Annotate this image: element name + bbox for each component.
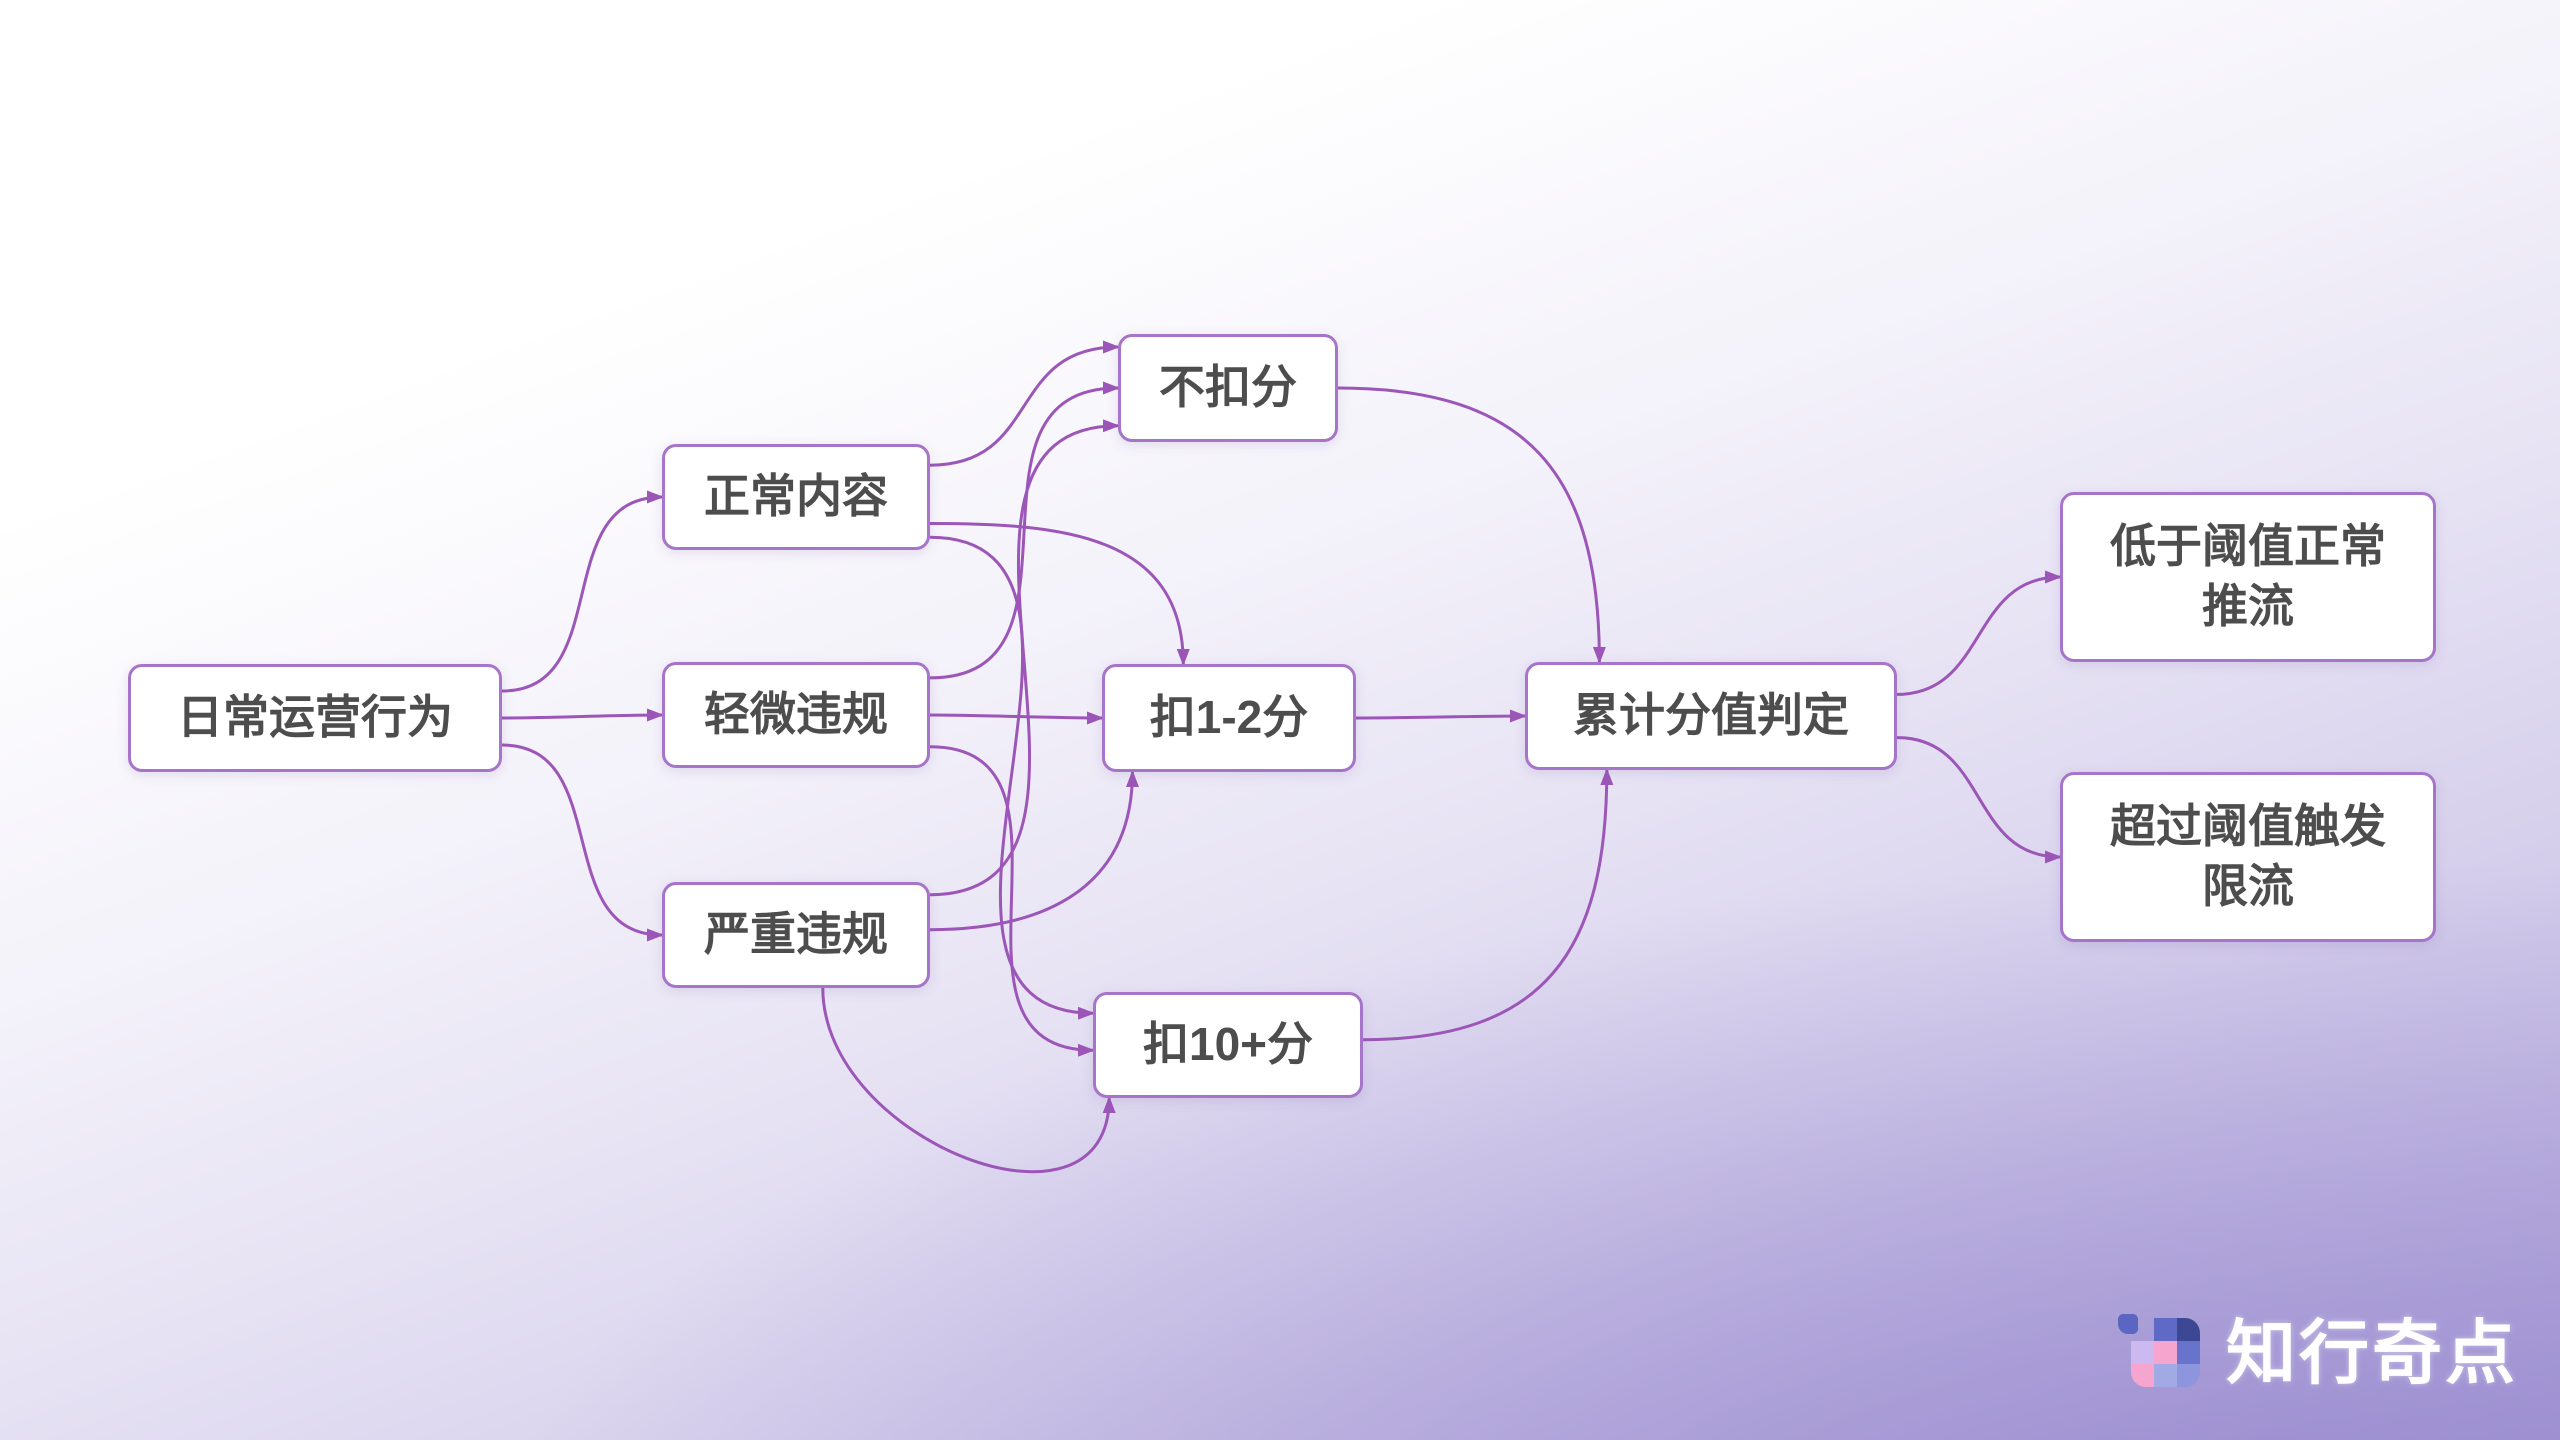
- edge-judge-to-below_threshold: [1896, 570, 2062, 696]
- edge-normal-to-no_deduct: [929, 340, 1120, 467]
- node-above-threshold-throttling: 超过阈值触发 限流: [2060, 772, 2436, 942]
- node-below-threshold-normal-streaming: 低于阈值正常 推流: [2060, 492, 2436, 662]
- edge-severe-to-deduct_10: [821, 987, 1116, 1174]
- node-minor-violation: 轻微违规: [662, 662, 930, 768]
- edge-daily-to-minor: [501, 708, 664, 722]
- edge-deduct_1_2-to-judge: [1355, 709, 1527, 723]
- brand-name: 知行奇点: [2226, 1314, 2518, 1392]
- mosaic-grid-icon: [2116, 1306, 2200, 1390]
- edge-no_deduct-to-judge: [1337, 386, 1606, 664]
- node-cumulative-score-judgment: 累计分值判定: [1525, 662, 1897, 770]
- node-deduct-1-2-points: 扣1-2分: [1102, 664, 1356, 772]
- brand-logo: 知行奇点: [2116, 1297, 2518, 1398]
- node-deduct-10-plus-points: 扣10+分: [1093, 992, 1363, 1098]
- edge-minor-to-deduct_10: [929, 745, 1095, 1057]
- edge-normal-to-deduct_10: [929, 535, 1095, 1020]
- edge-deduct_10-to-judge: [1362, 768, 1614, 1042]
- edge-minor-to-deduct_1_2: [929, 711, 1104, 725]
- node-no-deduction: 不扣分: [1118, 334, 1338, 442]
- node-daily-operations: 日常运营行为: [128, 664, 502, 772]
- node-severe-violation: 严重违规: [662, 882, 930, 988]
- edge-daily-to-severe: [501, 743, 664, 942]
- edge-normal-to-deduct_1_2: [929, 522, 1190, 666]
- edge-severe-to-deduct_1_2: [929, 770, 1139, 932]
- edge-minor-to-no_deduct: [929, 381, 1120, 680]
- node-normal-content: 正常内容: [662, 444, 930, 550]
- edge-judge-to-above_threshold: [1896, 736, 2062, 864]
- edge-daily-to-normal: [501, 490, 664, 693]
